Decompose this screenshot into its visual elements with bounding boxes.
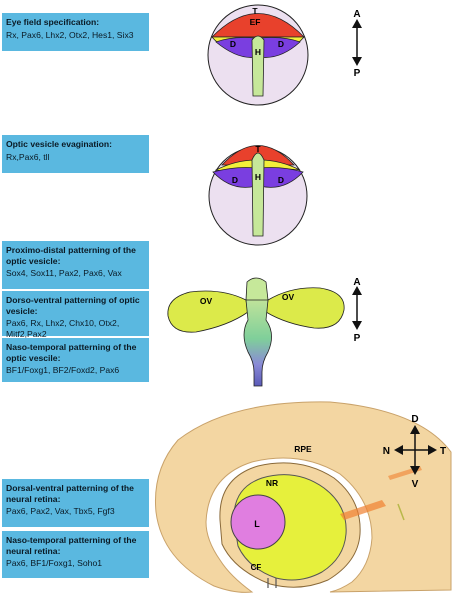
lens [230, 494, 286, 550]
panel-body: Pax6, Pax2, Vax, Tbx5, Fgf3 [6, 506, 115, 517]
arrow-up-icon [352, 286, 362, 295]
label-ov-left: OV [200, 296, 213, 306]
eye-field-diagram: T EF D D H [207, 4, 309, 106]
optic-vesicle-diagram: OV OV [167, 277, 345, 387]
panel-title: Eye field specification: [6, 17, 100, 27]
label-cf: CF [251, 563, 262, 572]
panel-body: Pax6, Rx, Lhx2, Chx10, Otx2, Mitf2,Pax2 [6, 318, 120, 339]
hypothalamus-region [251, 35, 265, 97]
label-l: L [254, 519, 260, 529]
panel-optic-vesicle-evagination: Optic vesicle evagination: Rx,Pax6, tll [2, 135, 149, 173]
panel-title: Dorsal-ventral patterning of the neural … [6, 483, 134, 504]
label-d-left: D [232, 175, 238, 185]
panel-title: Naso-temporal patterning of the optic ve… [6, 342, 137, 363]
panel-naso-temporal-retina: Naso-temporal patterning of the neural r… [2, 531, 149, 578]
label-d-right: D [278, 175, 284, 185]
axis-a-label: A [353, 9, 360, 20]
panel-naso-temporal-vesicle: Naso-temporal patterning of the optic ve… [2, 338, 149, 382]
optic-stalk [243, 299, 272, 387]
hypothalamus-region [251, 152, 265, 237]
compass-v-label: V [412, 479, 419, 490]
axis-p-label: P [354, 333, 361, 344]
stroke-olive [397, 503, 405, 521]
label-h: H [255, 47, 261, 57]
optic-vesicle-evagination-diagram: T D D H [208, 144, 308, 246]
optic-cup-diagram: NR RPE L CF [154, 401, 452, 593]
label-t: T [252, 6, 258, 16]
panel-title: Proximo-distal patterning of the optic v… [6, 245, 136, 266]
diencephalon-right-region [259, 167, 304, 188]
label-ef: EF [250, 17, 261, 27]
label-d-left: D [230, 39, 236, 49]
label-ov-right: OV [282, 292, 295, 302]
arrow-down-icon [352, 321, 362, 330]
compass-n-label: N [383, 446, 390, 457]
label-rpe: RPE [294, 444, 312, 454]
arrow-down-icon [352, 57, 362, 66]
optic-vesicle-left [167, 290, 249, 333]
panel-dorsal-ventral-retina: Dorsal-ventral patterning of the neural … [2, 479, 149, 527]
stroke-orange-1 [340, 500, 386, 520]
label-h: H [255, 172, 261, 182]
axis-p-label: P [354, 68, 361, 79]
arrow-left-icon [394, 445, 403, 455]
arrow-up-icon [410, 425, 420, 434]
compass-t-label: T [440, 446, 446, 457]
axis-ap-middle: A P [352, 277, 362, 344]
label-d-right: D [278, 39, 284, 49]
panel-body: Pax6, BF1/Foxg1, Soho1 [6, 558, 103, 569]
panel-body: Rx, Pax6, Lhx2, Otx2, Hes1, Six3 [6, 29, 134, 40]
arrow-right-icon [428, 445, 437, 455]
compass-dvnt: D N T V [383, 414, 446, 490]
compass-d-label: D [411, 414, 418, 425]
panel-body: BF1/Foxg1, BF2/Foxd2, Pax6 [6, 365, 120, 376]
arrow-up-icon [352, 19, 362, 28]
axis-ap-top: A P [352, 9, 362, 79]
telencephalon-region [211, 13, 305, 38]
label-nr: NR [266, 478, 278, 488]
panel-title: Optic vesicle evagination: [6, 139, 113, 149]
panel-title: Naso-temporal patterning of the neural r… [6, 535, 137, 556]
forebrain-top [245, 277, 269, 303]
panel-body: Sox4, Sox11, Pax2, Pax6, Vax [6, 268, 122, 279]
panel-proximo-distal: Proximo-distal patterning of the optic v… [2, 241, 149, 289]
optic-vesicle-right [265, 287, 345, 329]
arrow-down-icon [410, 466, 420, 475]
panel-title: Dorso-ventral patterning of optic vesicl… [6, 295, 140, 316]
panel-eye-field: Eye field specification: Rx, Pax6, Lhx2,… [2, 13, 149, 51]
label-t: T [255, 144, 261, 154]
panel-body: Rx,Pax6, tll [6, 151, 50, 162]
panel-dorso-ventral-vesicle: Dorso-ventral patterning of optic vesicl… [2, 291, 149, 339]
diencephalon-right-region [259, 37, 301, 58]
optic-cup-outer [154, 401, 452, 593]
axis-a-label: A [353, 277, 360, 288]
